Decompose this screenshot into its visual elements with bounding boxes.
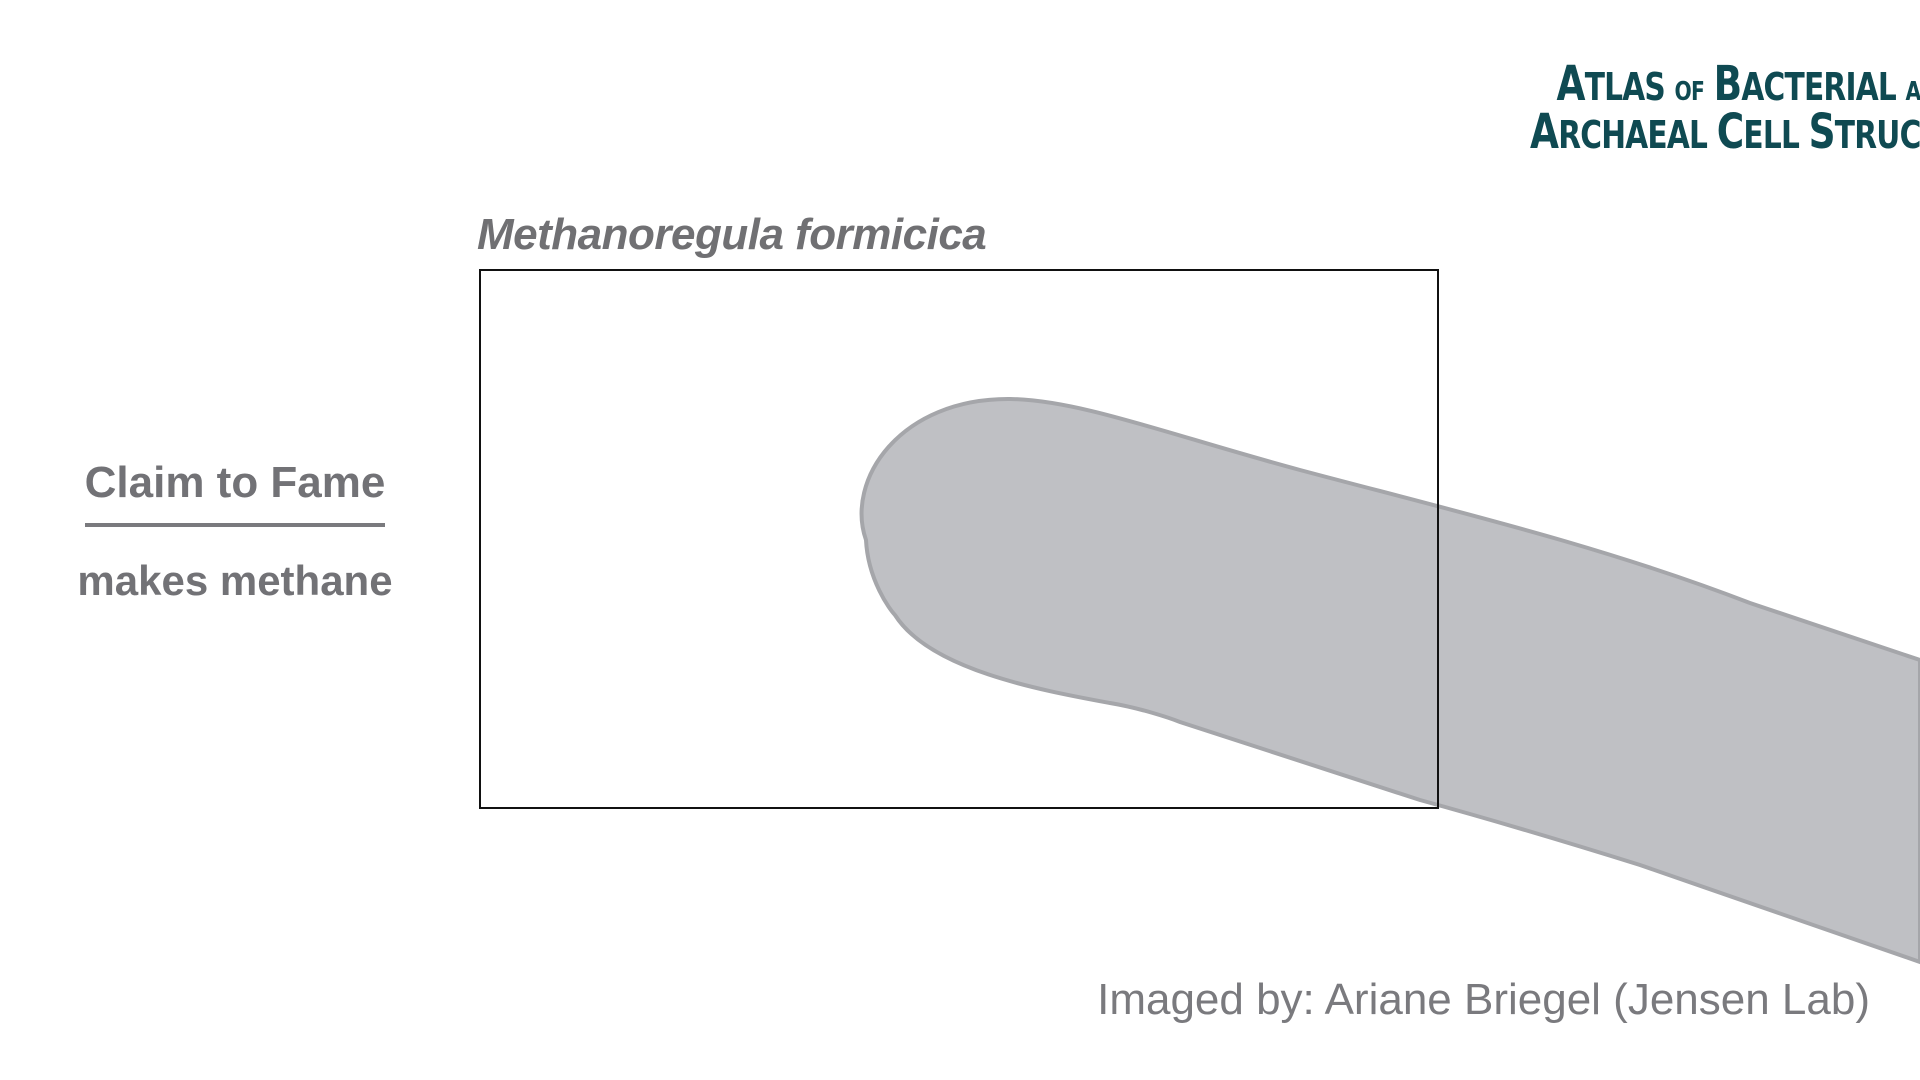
archaeal-cell-shape — [859, 396, 1920, 965]
species-name: Methanoregula formicica — [477, 210, 987, 259]
claim-to-fame-title: Claim to Fame — [84, 458, 386, 507]
logo-line-1: Atlas of Bacterial and — [1556, 56, 1920, 112]
claim-to-fame-text: makes methane — [77, 557, 393, 604]
claim-divider — [85, 523, 385, 527]
claim-to-fame-panel: Claim to Fame makes methane — [60, 455, 410, 607]
logo-line-2: Archaeal Cell Structure — [1530, 104, 1920, 160]
image-credit: Imaged by: Ariane Briegel (Jensen Lab) — [1097, 975, 1870, 1024]
tomogram-frame — [479, 269, 1439, 809]
atlas-logo: Atlas of Bacterial and Archaeal Cell Str… — [1530, 56, 1920, 160]
